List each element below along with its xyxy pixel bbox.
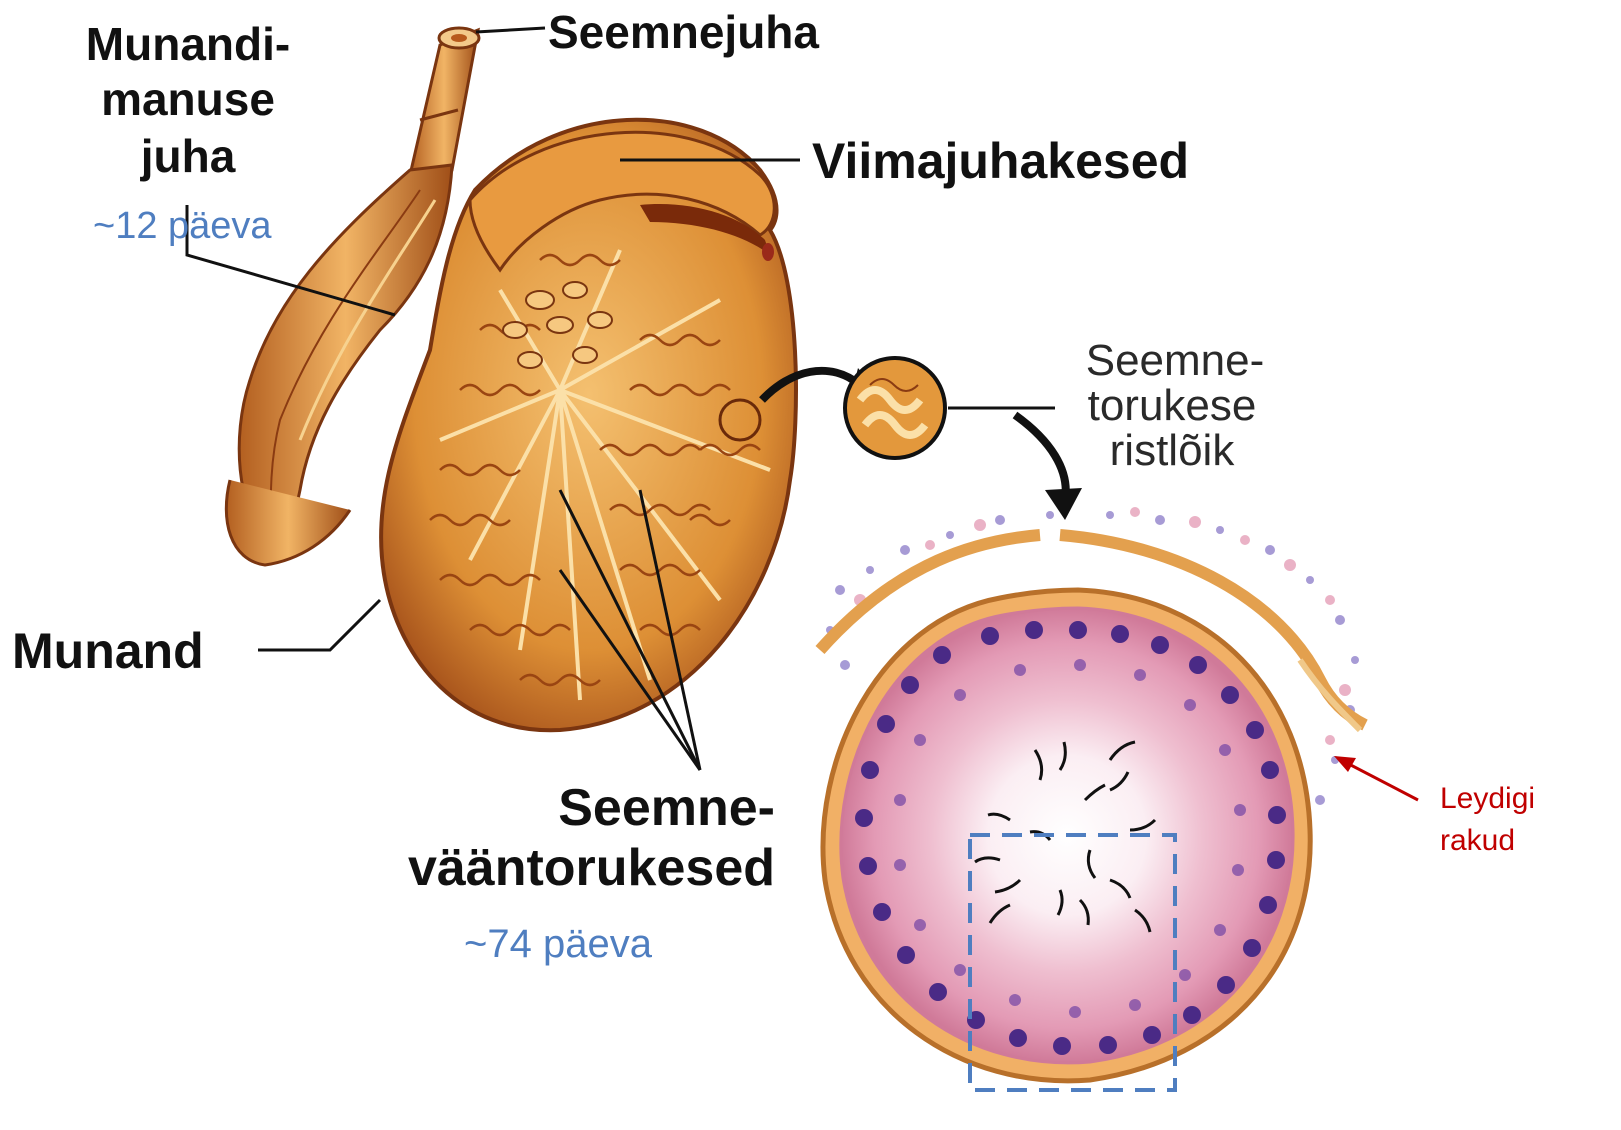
label-tubules-days: ~74 päeva bbox=[464, 922, 653, 966]
label-tubules-line2: vääntorukesed bbox=[408, 839, 775, 897]
vas-deferens-tube bbox=[410, 28, 479, 175]
leader-testis bbox=[258, 600, 380, 650]
label-testis: Munand bbox=[12, 623, 204, 679]
tubule-cross-section bbox=[820, 507, 1365, 1090]
label-epididymis-line1: Munandi- bbox=[86, 18, 290, 70]
leader-vas-deferens bbox=[476, 28, 545, 32]
label-epididymis-line3: juha bbox=[140, 130, 236, 182]
label-cross-section-line1: Seemne- bbox=[1086, 336, 1265, 385]
label-vas-deferens: Seemnejuha bbox=[548, 6, 819, 58]
leydig-arrow bbox=[1334, 756, 1418, 800]
label-cross-section-line2: torukese bbox=[1088, 381, 1257, 430]
label-leydig-line2: rakud bbox=[1440, 824, 1515, 857]
label-tubules-line1: Seemne- bbox=[558, 779, 775, 837]
label-leydig-line1: Leydigi bbox=[1440, 782, 1535, 815]
label-epididymis-days: ~12 päeva bbox=[93, 205, 272, 247]
label-cross-section-line3: ristlõik bbox=[1110, 426, 1236, 475]
cross-section-arrow bbox=[1015, 415, 1066, 500]
label-epididymis-line2: manuse bbox=[101, 73, 275, 125]
magnified-tubule-circle bbox=[845, 358, 945, 458]
label-efferent-ducts: Viimajuhakesed bbox=[812, 133, 1189, 189]
